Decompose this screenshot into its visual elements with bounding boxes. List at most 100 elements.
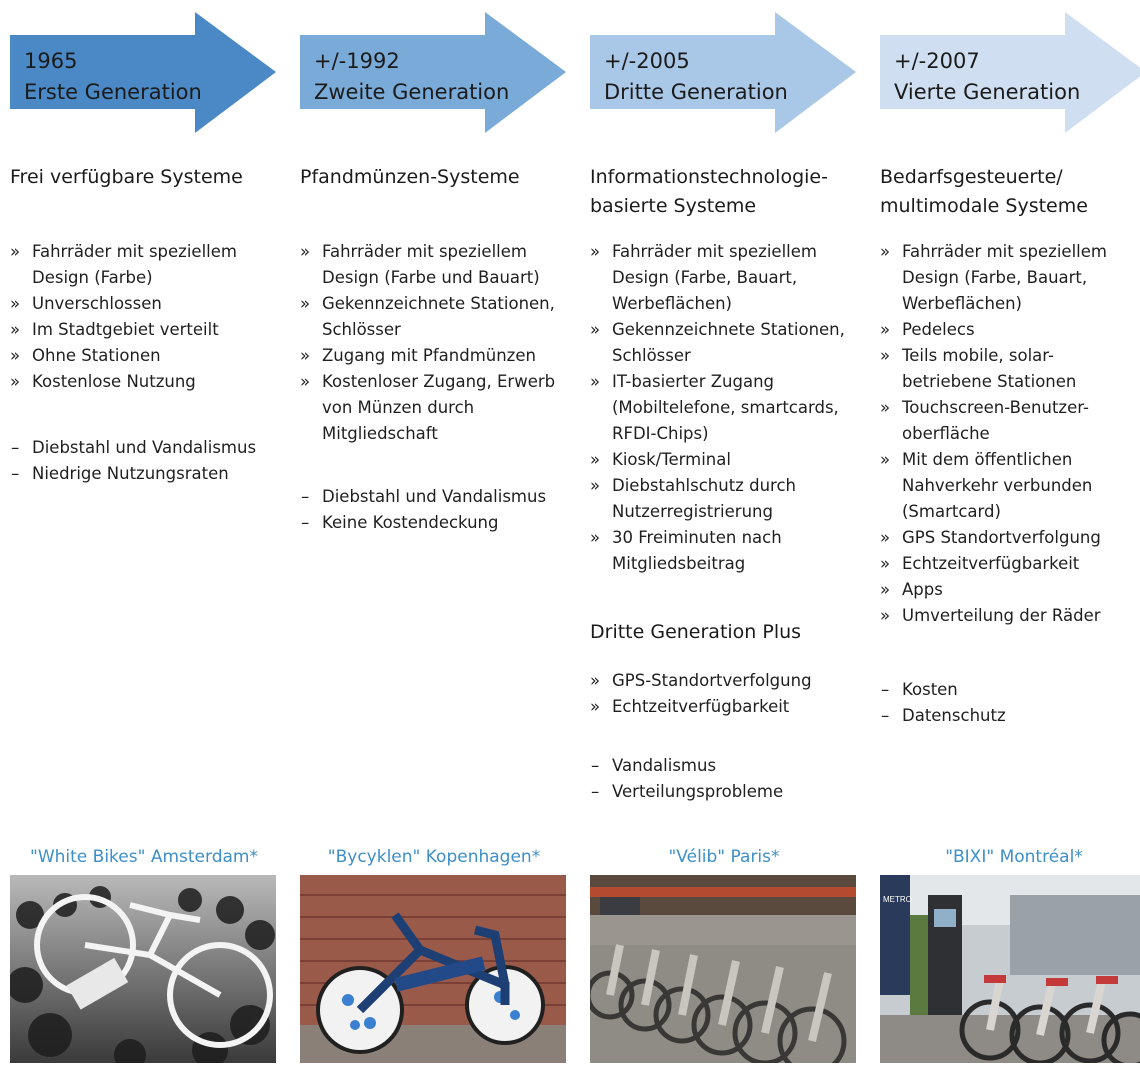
feature-line: Im Stadtgebiet verteilt — [32, 320, 219, 339]
bullet-marker: » — [590, 450, 601, 469]
plus-feature-list: »GPS-Standortverfolgung »Echtzeitverfügb… — [590, 668, 865, 720]
feature-item: » Touchscreen-Benutzer-oberfläche — [880, 395, 1140, 447]
bullet-marker: » — [880, 346, 891, 365]
feature-item: »Teils mobile, solar-betriebene Statione… — [880, 343, 1140, 395]
feature-line: Pedelecs — [902, 320, 975, 339]
system-heading: Frei verfügbare Systeme — [10, 163, 280, 192]
system-heading: Bedarfsgesteuerte/ multimodale Systeme — [880, 163, 1140, 221]
timeline-arrow-2: +/-1992 Zweite Generation — [300, 12, 566, 133]
drawback-list: –Diebstahl und Vandalismus –Keine Kosten… — [300, 484, 575, 536]
bullet-marker: » — [10, 294, 21, 313]
bullet-marker: » — [590, 528, 601, 547]
feature-line: Fahrräder mit speziellem — [612, 242, 817, 261]
metro-sign: METRO — [883, 895, 912, 904]
feature-line: Apps — [902, 580, 943, 599]
heading-line: Bedarfsgesteuerte/ — [880, 166, 1063, 188]
plus-heading: Dritte Generation Plus — [590, 621, 802, 643]
drawback-text: Diebstahl und Vandalismus — [322, 487, 547, 506]
drawback-text: Niedrige Nutzungsraten — [32, 464, 229, 483]
feature-line: Kostenloser Zugang, Erwerb — [322, 372, 556, 391]
feature-line: Schlösser — [322, 320, 401, 339]
feature-line: Design (Farbe, Bauart, — [612, 268, 798, 287]
generation-title: Dritte Generation — [604, 80, 788, 104]
heading-line: multimodale Systeme — [880, 195, 1088, 217]
bullet-marker: » — [590, 242, 601, 261]
bullet-marker: » — [300, 346, 311, 365]
timeline-arrow-4: +/-2007 Vierte Generation — [880, 12, 1140, 133]
arrow-shape — [590, 12, 856, 133]
bullet-marker: » — [10, 372, 21, 391]
feature-line: (Smartcard) — [902, 502, 1001, 521]
bullet-marker: » — [590, 671, 601, 690]
bixi-station-photo: METRO — [880, 875, 1140, 1063]
feature-line: Mit dem öffentlichen — [902, 450, 1073, 469]
feature-line: Touchscreen-Benutzer- — [902, 398, 1089, 417]
bullet-marker: » — [880, 242, 891, 261]
arrow-shape — [880, 12, 1140, 133]
feature-line: Gekennzeichnete Stationen, — [612, 320, 845, 339]
feature-line: Fahrräder mit speziellem — [902, 242, 1107, 261]
bullet-marker: » — [590, 372, 601, 391]
drawback-item: –Niedrige Nutzungsraten — [10, 461, 285, 487]
feature-line: Echtzeitverfügbarkeit — [612, 697, 790, 716]
feature-item: »GPS Standortverfolgung — [880, 525, 1140, 551]
dash-marker: – — [11, 438, 20, 457]
example-caption: "BIXI" Montréal* — [945, 847, 1083, 867]
feature-line: RFDI-Chips) — [612, 424, 709, 443]
bullet-marker: » — [880, 554, 891, 573]
feature-line: 30 Freiminuten nach — [612, 528, 782, 547]
drawback-item: –Diebstahl und Vandalismus — [10, 435, 285, 461]
heading-line: Informationstechnologie- — [590, 166, 828, 188]
drawback-item: –Verteilungsprobleme — [590, 779, 865, 805]
feature-line: Fahrräder mit speziellem — [322, 242, 527, 261]
feature-item: » Zugang mit Pfandmünzen — [300, 343, 575, 369]
generation-year: +/-2007 — [894, 49, 980, 73]
dash-marker: – — [11, 464, 20, 483]
feature-item: »Pedelecs — [880, 317, 1140, 343]
drawback-text: Verteilungsprobleme — [612, 782, 784, 801]
system-heading: Informationstechnologie- basierte System… — [590, 163, 860, 221]
feature-line: Echtzeitverfügbarkeit — [902, 554, 1080, 573]
feature-line: Zugang mit Pfandmünzen — [322, 346, 536, 365]
bullet-marker: » — [880, 606, 891, 625]
generation-title: Vierte Generation — [894, 80, 1081, 104]
bullet-marker: » — [300, 294, 311, 313]
bullet-marker: » — [300, 242, 311, 261]
bullet-marker: » — [880, 580, 891, 599]
drawback-text: Diebstahl und Vandalismus — [32, 438, 257, 457]
feature-line: Werbeflächen) — [902, 294, 1022, 313]
drawback-list: –Diebstahl und Vandalismus –Niedrige Nut… — [10, 435, 285, 487]
bullet-marker: » — [590, 476, 601, 495]
dash-marker: – — [301, 513, 310, 532]
feature-item: »Gekennzeichnete Stationen,Schlösser — [300, 291, 575, 343]
feature-line: oberfläche — [902, 424, 990, 443]
feature-line: Kostenlose Nutzung — [32, 372, 196, 391]
velib-station-photo — [590, 875, 856, 1063]
feature-line: Design (Farbe) — [32, 268, 153, 287]
bullet-marker: » — [880, 450, 891, 469]
feature-line: Design (Farbe und Bauart) — [322, 268, 540, 287]
feature-line: Kiosk/Terminal — [612, 450, 731, 469]
feature-item: »Gekennzeichnete Stationen,Schlösser — [590, 317, 865, 369]
bullet-marker: » — [10, 242, 21, 261]
drawback-text: Datenschutz — [902, 706, 1006, 725]
heading-line: Frei verfügbare Systeme — [10, 166, 243, 188]
drawback-text: Kosten — [902, 680, 958, 699]
feature-line: von Münzen durch — [322, 398, 475, 417]
generation-year: 1965 — [24, 49, 78, 73]
bullet-marker: » — [590, 320, 601, 339]
feature-line: IT-basierter Zugang — [612, 372, 775, 391]
blue-city-bike-photo — [300, 875, 566, 1063]
feature-line: Ohne Stationen — [32, 346, 161, 365]
bullet-marker: » — [880, 398, 891, 417]
feature-item: » Apps — [880, 577, 1140, 603]
feature-item: »IT-basierter Zugang(Mobiltelefone, smar… — [590, 369, 865, 447]
example-caption: "White Bikes" Amsterdam* — [30, 847, 258, 867]
feature-line: Teils mobile, solar- — [902, 346, 1054, 365]
